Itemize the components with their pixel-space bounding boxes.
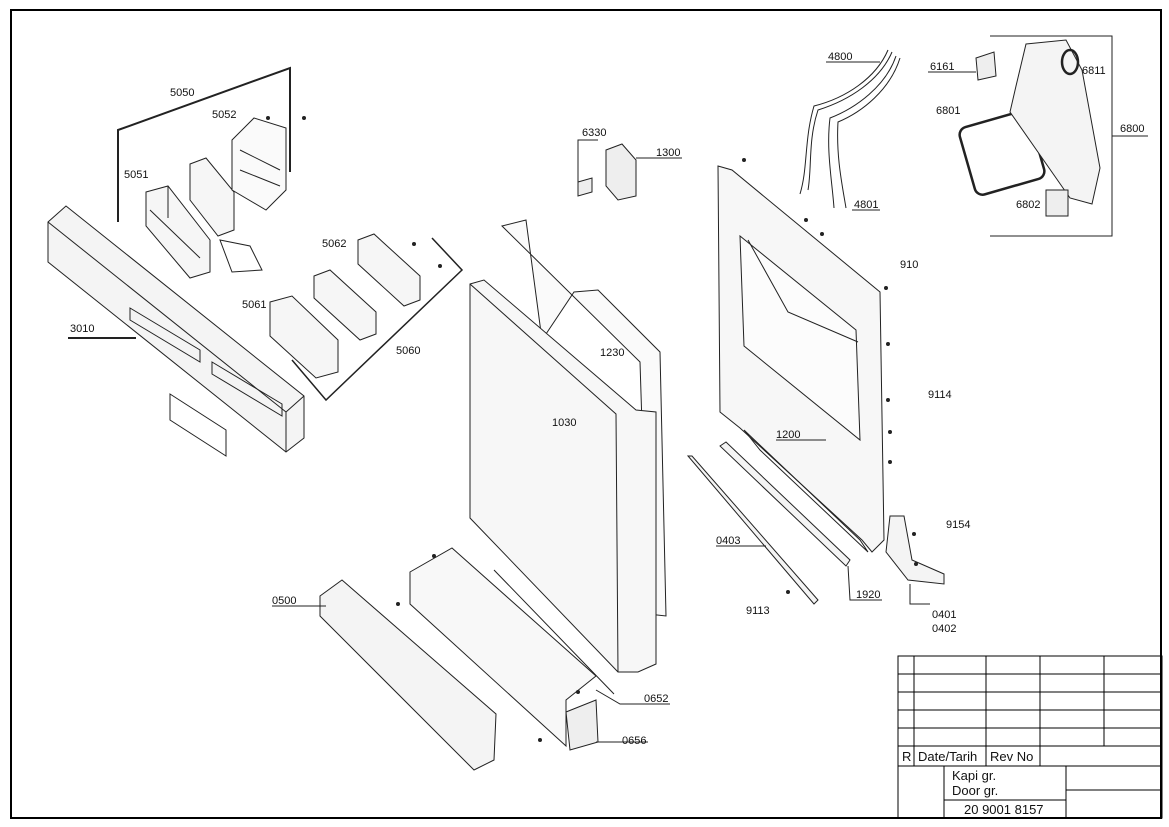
board-5062 — [357, 233, 421, 307]
screws — [266, 116, 918, 742]
board-5061b — [313, 269, 377, 341]
part-6330 — [577, 177, 593, 197]
label-6801: 6801 — [936, 105, 960, 117]
label-0402: 0402 — [932, 623, 956, 635]
label-1920: 1920 — [856, 589, 880, 601]
label-0500: 0500 — [272, 595, 296, 607]
label-6800: 6800 — [1120, 123, 1144, 135]
label-1300: 1300 — [656, 147, 680, 159]
module-5052 — [189, 117, 287, 273]
part-6161 — [975, 51, 997, 81]
bracket-5050 — [117, 66, 291, 222]
label-9114: 9114 — [928, 389, 952, 401]
drawing-frame — [10, 9, 1162, 819]
label-6161: 6161 — [930, 61, 954, 73]
label-9113: 9113 — [746, 605, 770, 617]
part-6802 — [1045, 189, 1069, 217]
bracket-5060 — [291, 237, 464, 402]
label-910: 910 — [900, 259, 918, 271]
label-5052: 5052 — [212, 109, 236, 121]
label-0401: 0401 — [932, 609, 956, 621]
label-1230: 1230 — [600, 347, 624, 359]
title-drawing-number: 20 9001 8157 — [964, 802, 1044, 817]
label-4800: 4800 — [828, 51, 852, 63]
part-1300 — [605, 143, 637, 201]
label-0652: 0652 — [644, 693, 668, 705]
label-5051: 5051 — [124, 169, 148, 181]
title-date-label: Date/Tarih — [918, 749, 977, 764]
cable-harness-4800 — [799, 49, 901, 211]
label-1030: 1030 — [552, 417, 576, 429]
label-5062: 5062 — [322, 238, 346, 250]
label-0656: 0656 — [622, 735, 646, 747]
bottom-panel — [409, 547, 597, 748]
title-name-en: Door gr. — [952, 783, 998, 798]
leader-6330 — [577, 139, 598, 186]
kick-plate-0500 — [319, 579, 497, 771]
module-5051 — [145, 185, 211, 279]
label-6330: 6330 — [582, 127, 606, 139]
label-0403: 0403 — [716, 535, 740, 547]
outer-door-1200 — [717, 165, 885, 553]
label-3010: 3010 — [70, 323, 94, 335]
title-name-tr: Kapi gr. — [952, 768, 996, 783]
board-5061 — [269, 295, 339, 379]
control-panel-3010 — [47, 205, 305, 457]
label-5061: 5061 — [242, 299, 266, 311]
strip-1920 — [719, 441, 851, 567]
title-block-grid — [897, 655, 1163, 819]
ring-6811 — [1060, 48, 1080, 76]
title-rev-label: Rev No — [990, 749, 1033, 764]
label-1200: 1200 — [776, 429, 800, 441]
label-6802: 6802 — [1016, 199, 1040, 211]
title-rev-letter: R — [902, 749, 911, 764]
strip-0403 — [686, 455, 819, 605]
label-6811: 6811 — [1082, 65, 1106, 77]
end-cap-0656 — [565, 699, 599, 751]
hinge-0401 — [885, 515, 945, 585]
label-5060: 5060 — [396, 345, 420, 357]
inner-door-1030 — [469, 279, 657, 673]
label-4801: 4801 — [854, 199, 878, 211]
label-5050: 5050 — [170, 87, 194, 99]
label-9154: 9154 — [946, 519, 970, 531]
